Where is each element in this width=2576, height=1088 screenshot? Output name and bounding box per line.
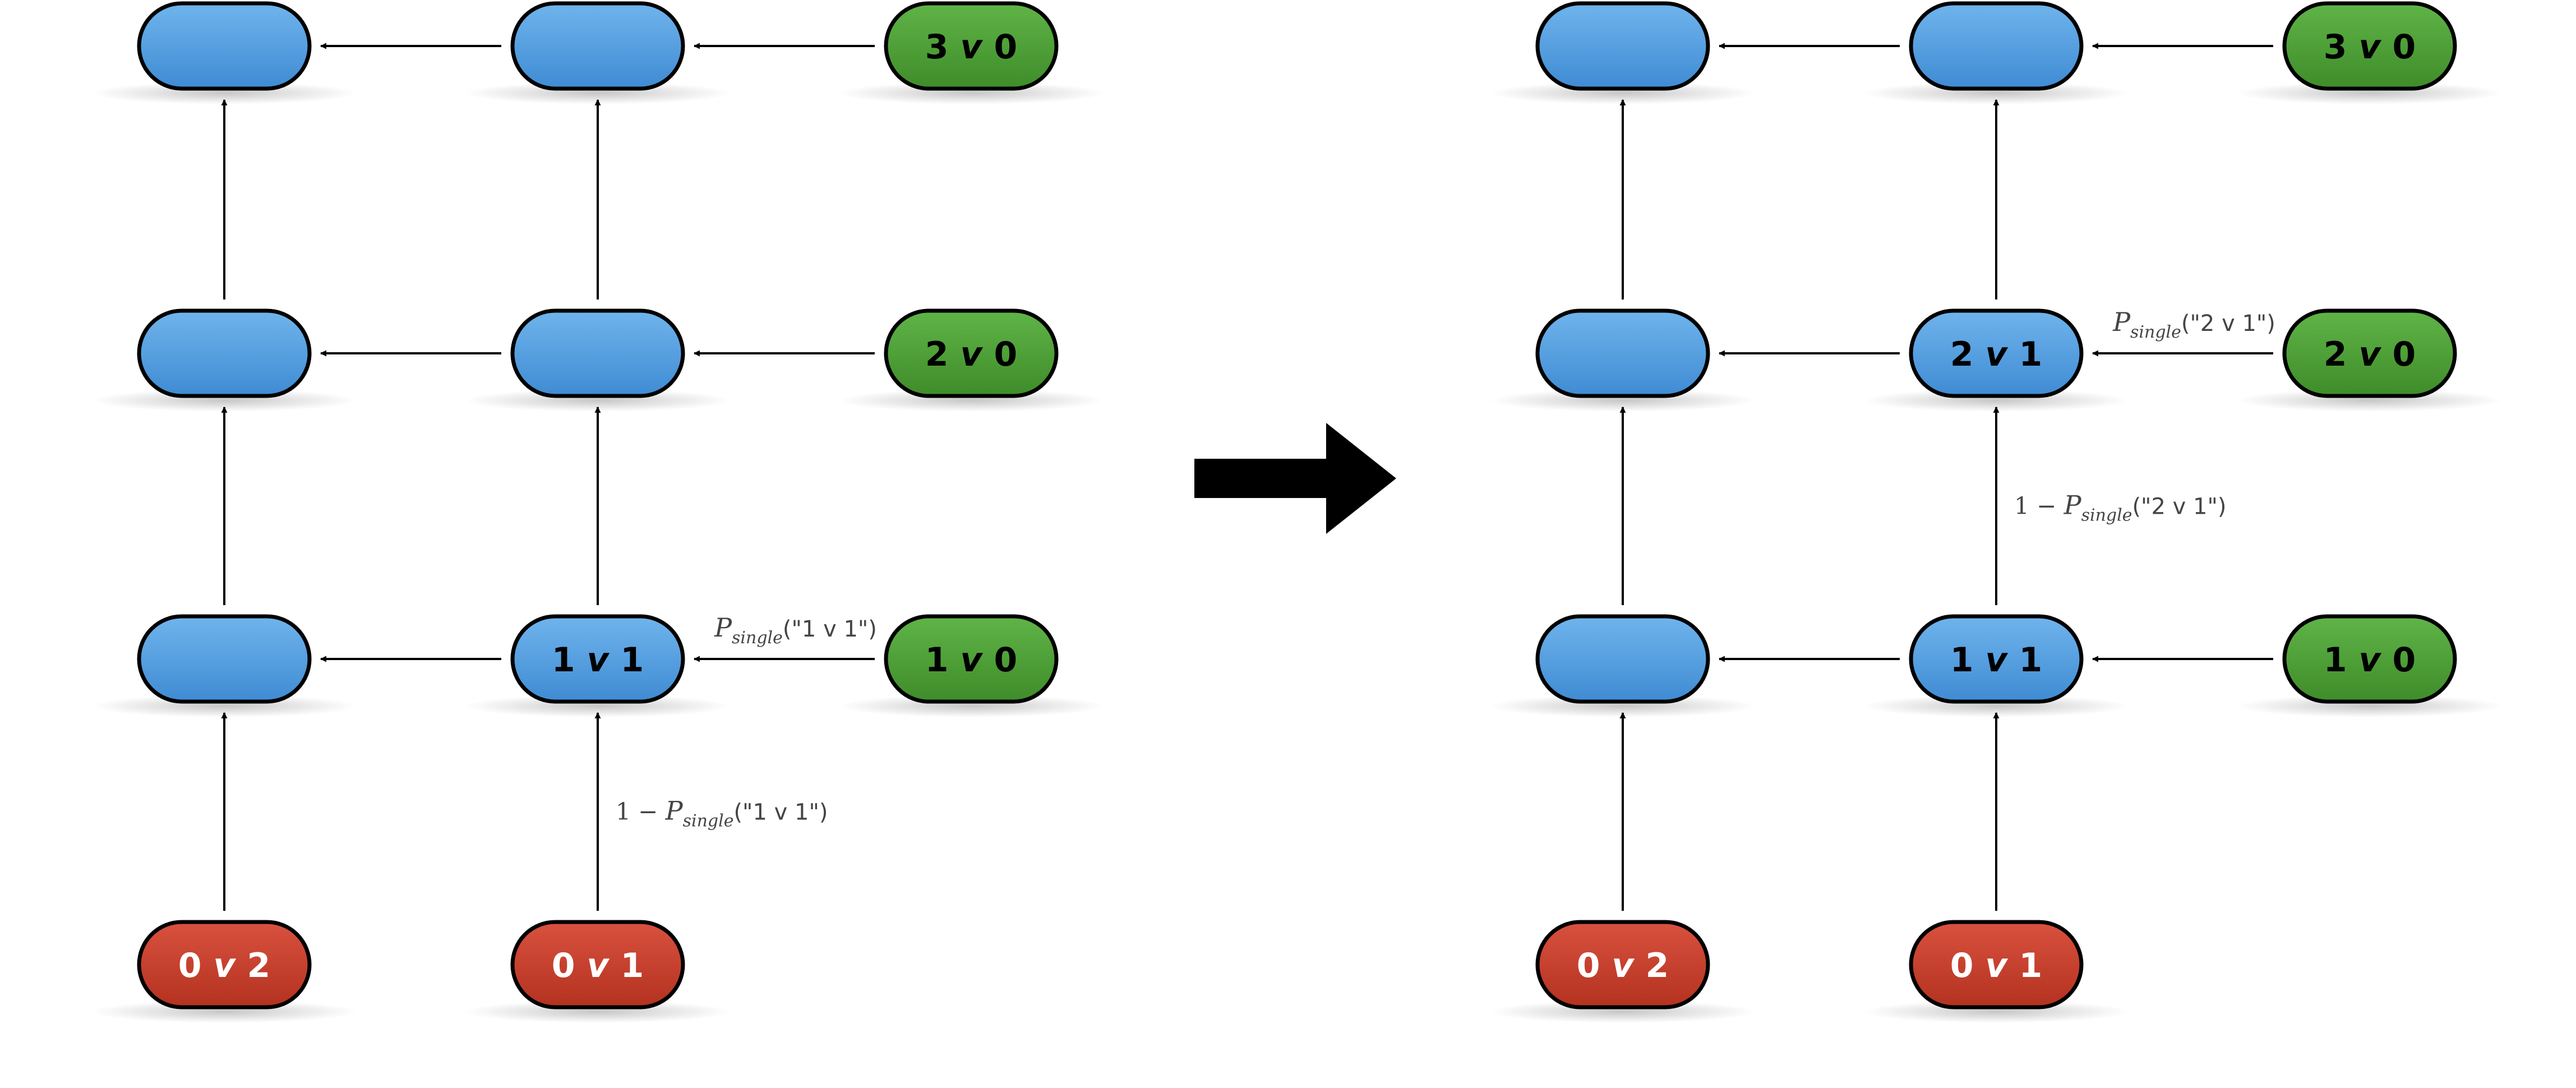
edge-label-before-0v1-to-1v1: 1 − Psingle("1 v 1") — [616, 796, 828, 831]
node-label: 3 v 0 — [2324, 27, 2416, 67]
node-pill-green — [2282, 614, 2457, 704]
node-shadows — [91, 82, 2503, 1023]
node-shadow — [1863, 82, 2130, 104]
node-label: 2 v 0 — [2324, 335, 2416, 374]
node-pill-red — [1909, 920, 2084, 1009]
node-pill-blue — [137, 614, 312, 704]
node-pill-green — [884, 308, 1059, 398]
transition-arrow-icon — [1194, 423, 1396, 534]
node-after-b00 — [1535, 614, 1710, 704]
node-label: 0 v 1 — [552, 946, 644, 985]
node-label: 0 v 2 — [1577, 946, 1669, 985]
node-pill-green — [2282, 1, 2457, 91]
node-shadow — [91, 389, 358, 412]
node-label: 2 v 0 — [925, 335, 1017, 374]
node-shadow — [2236, 389, 2503, 412]
node-shadow — [464, 695, 731, 717]
node-pill-red — [510, 920, 685, 1009]
node-shadow — [1863, 1001, 2130, 1023]
node-before-0v2: 0 v 2 — [137, 920, 312, 1009]
node-shadow — [464, 389, 731, 412]
edges — [221, 43, 2273, 911]
node-after-1v0: 1 v 0 — [2282, 614, 2457, 704]
node-pill-blue — [137, 1, 312, 91]
node-before-b20 — [137, 1, 312, 91]
node-shadow — [91, 695, 358, 717]
node-before-1v0: 1 v 0 — [884, 614, 1059, 704]
node-after-0v2: 0 v 2 — [1535, 920, 1710, 1009]
node-shadow — [464, 82, 731, 104]
node-pill-blue — [1909, 1, 2084, 91]
node-after-b21 — [1909, 1, 2084, 91]
edge-label-before-1v0-to-1v1: Psingle("1 v 1") — [714, 612, 877, 648]
node-pill-blue — [1909, 614, 2084, 704]
node-after-2v0: 2 v 0 — [2282, 308, 2457, 398]
node-after-1v1: 1 v 1 — [1909, 614, 2084, 704]
node-after-0v1: 0 v 1 — [1909, 920, 2084, 1009]
node-label: 0 v 1 — [1950, 946, 2042, 985]
node-before-1v1: 1 v 1 — [510, 614, 685, 704]
node-before-3v0: 3 v 0 — [884, 1, 1059, 91]
node-pill-blue — [510, 1, 685, 91]
node-before-b10 — [137, 308, 312, 398]
node-label: 0 v 2 — [178, 946, 270, 985]
node-after-2v1: 2 v 1 — [1909, 308, 2084, 398]
node-shadow — [91, 82, 358, 104]
node-after-3v0: 3 v 0 — [2282, 1, 2457, 91]
node-pill-green — [2282, 308, 2457, 398]
nodes: 0 v 2 0 v 1 1 v 1 1 v 0 2 v 0 3 v 0 0 v 2 0 v 1… — [137, 1, 2457, 1009]
node-shadow — [1489, 695, 1756, 717]
node-shadow — [1489, 1001, 1756, 1023]
node-pill-blue — [1535, 1, 1710, 91]
node-shadow — [838, 695, 1105, 717]
node-label: 2 v 1 — [1950, 335, 2042, 374]
node-label: 1 v 0 — [925, 640, 1017, 680]
edge-label-after-2v0-to-2v1: Psingle("2 v 1") — [2112, 307, 2275, 342]
node-label: 1 v 0 — [2324, 640, 2416, 680]
node-before-2v0: 2 v 0 — [884, 308, 1059, 398]
node-pill-blue — [1535, 614, 1710, 704]
node-pill-green — [884, 1, 1059, 91]
node-pill-blue — [510, 614, 685, 704]
node-pill-green — [884, 614, 1059, 704]
node-shadow — [464, 1001, 731, 1023]
edge-labels: 1 − Psingle("1 v 1") Psingle("1 v 1") 1 − … — [616, 307, 2275, 831]
node-shadow — [838, 389, 1105, 412]
node-shadow — [2236, 82, 2503, 104]
edge-label-after-1v1-to-2v1: 1 − Psingle("2 v 1") — [2014, 490, 2226, 525]
node-after-b10 — [1535, 308, 1710, 398]
node-before-b00 — [137, 614, 312, 704]
node-shadow — [838, 82, 1105, 104]
node-before-b21 — [510, 1, 685, 91]
node-shadow — [2236, 695, 2503, 717]
node-label: 3 v 0 — [925, 27, 1017, 67]
node-before-b11 — [510, 308, 685, 398]
node-pill-blue — [1535, 308, 1710, 398]
node-label: 1 v 1 — [552, 640, 644, 680]
node-shadow — [1489, 82, 1756, 104]
node-pill-red — [1535, 920, 1710, 1009]
node-shadow — [91, 1001, 358, 1023]
node-before-0v1: 0 v 1 — [510, 920, 685, 1009]
node-pill-blue — [510, 308, 685, 398]
node-after-b20 — [1535, 1, 1710, 91]
node-pill-blue — [137, 308, 312, 398]
node-label: 1 v 1 — [1950, 640, 2042, 680]
node-pill-red — [137, 920, 312, 1009]
node-shadow — [1489, 389, 1756, 412]
node-shadow — [1863, 695, 2130, 717]
node-shadow — [1863, 389, 2130, 412]
node-pill-blue — [1909, 308, 2084, 398]
